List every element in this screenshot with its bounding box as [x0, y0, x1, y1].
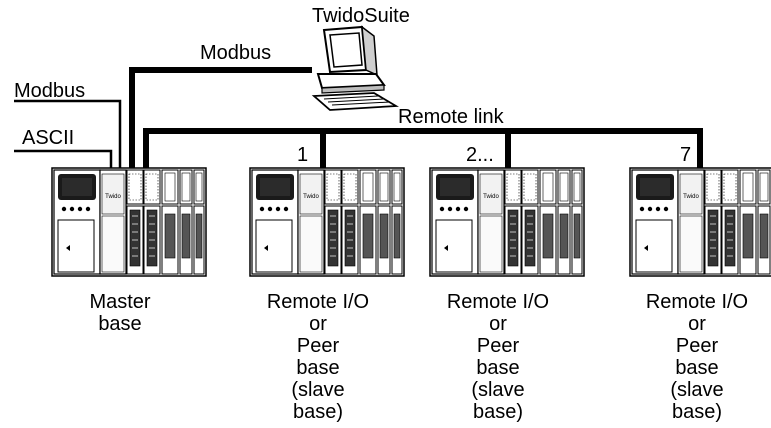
computer-icon: [311, 25, 399, 111]
remote-base-7-plc: [629, 167, 771, 277]
remote-base-1-caption: Remote I/O or Peer base (slave base): [258, 291, 378, 423]
remote-link-bus: [143, 128, 703, 172]
caption-line: Peer: [675, 335, 719, 357]
caption-line: Master: [89, 291, 151, 313]
caption-line: (slave: [291, 379, 345, 401]
caption-line: base): [292, 401, 344, 423]
caption-line: (slave: [471, 379, 525, 401]
caption-line: base: [476, 357, 520, 379]
caption-line: Peer: [476, 335, 520, 357]
caption-line: or: [309, 313, 327, 335]
caption-line: base: [675, 357, 719, 379]
caption-line: Peer: [296, 335, 340, 357]
remote-base-1-plc: [249, 167, 405, 277]
caption-line: base: [98, 313, 142, 335]
master-base-caption: Master base: [80, 291, 160, 335]
twidosuite-label: TwidoSuite: [312, 5, 410, 27]
caption-line: Remote I/O: [266, 291, 370, 313]
modbus-left-link: [14, 99, 122, 172]
modbus-pc-label: Modbus: [200, 42, 272, 64]
caption-line: Remote I/O: [645, 291, 749, 313]
caption-line: (slave: [670, 379, 724, 401]
caption-line: or: [489, 313, 507, 335]
caption-line: base): [472, 401, 524, 423]
caption-line: base: [296, 357, 340, 379]
modbus-left-label: Modbus: [14, 80, 86, 102]
caption-line: Remote I/O: [446, 291, 550, 313]
caption-line: base): [671, 401, 723, 423]
remote-link-label: Remote link: [398, 106, 504, 128]
base-index-7: 7: [680, 144, 692, 166]
modbus-pc-link: [129, 67, 312, 172]
remote-base-2-caption: Remote I/O or Peer base (slave base): [438, 291, 558, 423]
remote-base-7-caption: Remote I/O or Peer base (slave base): [637, 291, 757, 423]
base-index-2: 2...: [466, 144, 494, 166]
master-base-plc: [51, 167, 207, 277]
remote-base-2-plc: [429, 167, 585, 277]
caption-line: or: [688, 313, 706, 335]
ascii-label: ASCII: [22, 127, 75, 149]
ascii-link: [14, 149, 113, 172]
base-index-1: 1: [297, 144, 309, 166]
